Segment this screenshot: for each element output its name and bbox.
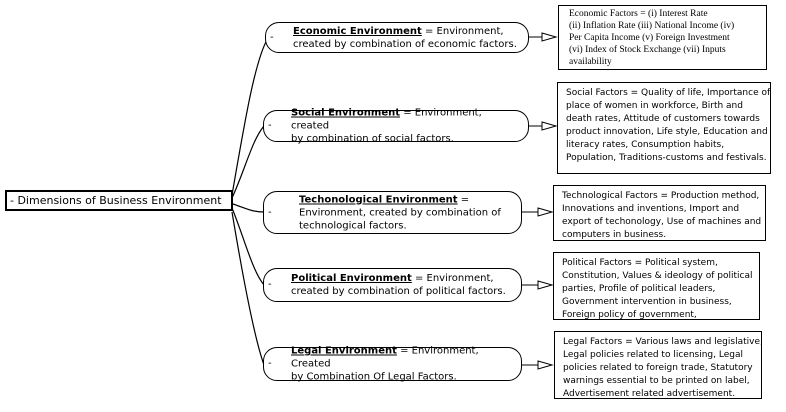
arrow-technological [537,207,554,217]
factor-line: computers in business. [562,230,667,240]
factor-line: product innovation, Life style, Educatio… [566,127,768,137]
factor-line: Per Capita Income (v) Foreign Investment [569,33,730,43]
connector-social [231,125,265,199]
node-title: Techonological Environment [299,194,458,205]
factor-line: warnings essential to be printed on labe… [563,376,750,386]
node-text: technological factors. [299,220,407,231]
node-title: Legal Environment [291,345,397,357]
node-text: = [457,194,470,205]
legal-factors-box[interactable]: Legal Factors = Various laws and legisla… [554,331,763,399]
connector-political [231,207,265,286]
branch-marker: - [268,120,272,131]
node-text: by Combination Of Legal Factors. [291,371,457,383]
node-title: Social Environment [291,107,401,119]
factor-line: export of techonology, Use of machines a… [562,217,762,227]
factor-line: Technological Factors = Production metho… [562,191,760,201]
node-text: created by combination of economic facto… [293,38,517,50]
node-title: Political Environment [291,273,412,284]
node-text: = Environment, Created [291,345,479,370]
branch-marker: - [270,31,274,43]
factor-line: (vi) Index of Stock Exchange (vii) Input… [569,45,726,55]
connector-economic [231,37,269,196]
node-text: created by combination of political fact… [291,286,506,297]
political-environment-node[interactable]: - Political Environment = Environment, c… [263,268,522,302]
node-text: = Environment, [421,25,504,37]
economic-environment-node[interactable]: - Economic Environment = Environment, cr… [265,22,529,53]
factor-line: Economic Factors = (i) Interest Rate [569,9,708,19]
arrow-legal [537,360,554,370]
factor-line: Advertisement related advertisement. [563,389,736,399]
factor-line: Population, Traditions-customs and festi… [566,153,767,163]
factor-line: death rates, Attitude of customers towar… [566,114,760,124]
factor-line: policies related to foreign trade, Statu… [563,363,753,373]
technological-factors-box[interactable]: Technological Factors = Production metho… [553,185,766,241]
factor-line: Legal policies related to licensing, Leg… [563,350,743,360]
factor-line: Innovations and inventions, Import and [562,204,740,214]
factor-line: (ii) Inflation Rate (iii) National Incom… [569,21,735,31]
factor-line: parties, Profile of political leaders, [562,284,716,294]
connector-legal [231,211,265,366]
branch-marker: - [268,279,272,290]
branch-marker: - [268,206,272,218]
connector-technological [232,203,265,213]
root-node[interactable]: - Dimensions of Business Environment [5,190,233,211]
factor-line: Foreign policy of government, [562,310,697,320]
social-environment-node[interactable]: - Social Environment = Environment, crea… [263,107,529,145]
economic-factors-box[interactable]: Economic Factors = (i) Interest Rate (ii… [558,5,767,70]
factor-line: Government intervention in business, [562,297,732,307]
node-title: Economic Environment [293,25,422,37]
factor-line: Social Factors = Quality of life, Import… [566,88,771,98]
arrow-political [537,280,554,290]
factor-line: Legal Factors = Various laws and legisla… [563,337,763,347]
arrow-economic [541,32,558,42]
factor-line: Political Factors = Political system, [562,258,718,268]
political-factors-box[interactable]: Political Factors = Political system, Co… [553,252,760,320]
factor-line: availability [569,57,612,67]
node-text: = Environment, created [291,107,482,132]
factor-line: Constitution, Values & ideology of polit… [562,271,753,281]
node-text: Environment, created by combination of [299,207,501,218]
factor-line: literacy rates, Consumption habits, [566,140,725,150]
arrow-social [541,121,558,131]
branch-marker: - [268,358,272,369]
factor-line: place of women in workforce, Birth and [566,101,743,111]
legal-environment-node[interactable]: - Legal Environment = Environment, Creat… [263,345,522,383]
node-text: by combination of social factors. [291,133,454,145]
node-text: = Environment, [411,273,494,284]
social-factors-box[interactable]: Social Factors = Quality of life, Import… [557,82,771,174]
technological-environment-node[interactable]: - Techonological Environment = Environme… [263,191,522,234]
